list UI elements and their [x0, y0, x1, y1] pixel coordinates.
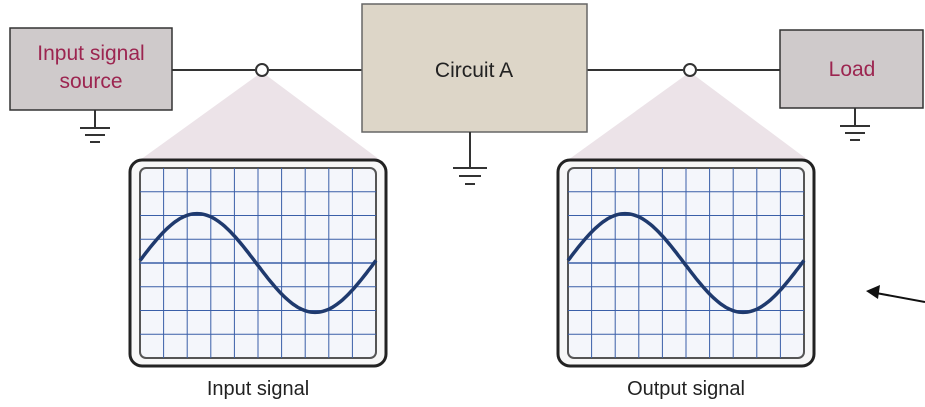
output-oscilloscope	[556, 158, 816, 368]
output-signal-caption: Output signal	[627, 378, 745, 400]
output-waveform	[566, 211, 806, 315]
output-probe-beam	[568, 72, 808, 160]
annotation-arrow	[866, 285, 925, 303]
input-probe-beam	[140, 72, 380, 160]
output-probe-point	[683, 63, 697, 77]
input-signal-source-box	[9, 27, 173, 111]
input-signal-caption: Input signal	[207, 378, 309, 400]
source-ground-symbol	[80, 110, 110, 143]
input-waveform	[138, 211, 378, 315]
circuit-a-label: Circuit A	[435, 59, 513, 82]
circuit-ground-symbol	[453, 132, 487, 185]
source-label-line1: Input signal	[37, 42, 144, 65]
input-oscilloscope	[128, 158, 388, 368]
input-scope-grid	[140, 168, 376, 358]
circuit-a-box	[361, 3, 588, 133]
source-label-line2: source	[59, 70, 122, 93]
load-label: Load	[829, 58, 876, 81]
input-probe-point	[255, 63, 269, 77]
load-ground-symbol	[840, 108, 870, 141]
load-box	[779, 29, 924, 109]
output-scope-grid	[568, 168, 804, 358]
